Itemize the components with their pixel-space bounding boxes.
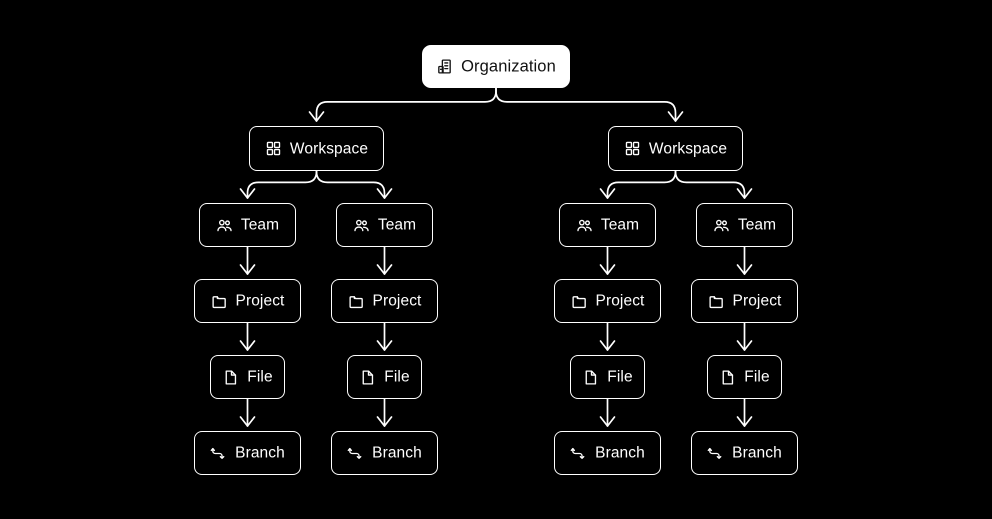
grid-icon xyxy=(624,140,641,157)
node-pr2[interactable]: Project xyxy=(331,279,438,323)
node-label: Branch xyxy=(732,444,782,462)
organization-icon xyxy=(436,58,453,75)
grid-icon xyxy=(265,140,282,157)
node-label: Branch xyxy=(372,444,422,462)
node-label: File xyxy=(607,368,633,386)
node-label: Team xyxy=(377,216,417,234)
node-label: Team xyxy=(737,216,777,234)
node-label: Project xyxy=(595,292,645,310)
node-fl2[interactable]: File xyxy=(347,355,422,399)
branch-icon xyxy=(210,445,227,462)
node-br2[interactable]: Branch xyxy=(331,431,438,475)
node-label: Team xyxy=(240,216,280,234)
users-icon xyxy=(216,217,233,234)
node-label: File xyxy=(247,368,273,386)
node-tm1[interactable]: Team xyxy=(199,203,296,247)
file-icon xyxy=(582,369,599,386)
folder-icon xyxy=(571,293,588,310)
node-tm2[interactable]: Team xyxy=(336,203,433,247)
node-label: Workspace xyxy=(289,140,369,158)
users-icon xyxy=(576,217,593,234)
branch-icon xyxy=(707,445,724,462)
file-icon xyxy=(222,369,239,386)
node-tm4[interactable]: Team xyxy=(696,203,793,247)
node-pr1[interactable]: Project xyxy=(194,279,301,323)
folder-icon xyxy=(708,293,725,310)
node-label: Branch xyxy=(235,444,285,462)
node-br3[interactable]: Branch xyxy=(554,431,661,475)
node-label: Project xyxy=(372,292,422,310)
node-label: Project xyxy=(732,292,782,310)
file-icon xyxy=(359,369,376,386)
node-fl1[interactable]: File xyxy=(210,355,285,399)
users-icon xyxy=(713,217,730,234)
node-label: File xyxy=(744,368,770,386)
node-pr3[interactable]: Project xyxy=(554,279,661,323)
node-br4[interactable]: Branch xyxy=(691,431,798,475)
node-label: Team xyxy=(600,216,640,234)
node-label: Organization xyxy=(461,57,556,76)
node-label: Workspace xyxy=(648,140,728,158)
node-ws2[interactable]: Workspace xyxy=(608,126,743,171)
users-icon xyxy=(353,217,370,234)
folder-icon xyxy=(211,293,228,310)
node-label: Branch xyxy=(595,444,645,462)
branch-icon xyxy=(570,445,587,462)
node-br1[interactable]: Branch xyxy=(194,431,301,475)
node-fl3[interactable]: File xyxy=(570,355,645,399)
node-fl4[interactable]: File xyxy=(707,355,782,399)
node-label: File xyxy=(384,368,410,386)
node-label: Project xyxy=(235,292,285,310)
node-org[interactable]: Organization xyxy=(422,45,570,88)
node-tm3[interactable]: Team xyxy=(559,203,656,247)
branch-icon xyxy=(347,445,364,462)
node-ws1[interactable]: Workspace xyxy=(249,126,384,171)
file-icon xyxy=(719,369,736,386)
node-pr4[interactable]: Project xyxy=(691,279,798,323)
folder-icon xyxy=(348,293,365,310)
